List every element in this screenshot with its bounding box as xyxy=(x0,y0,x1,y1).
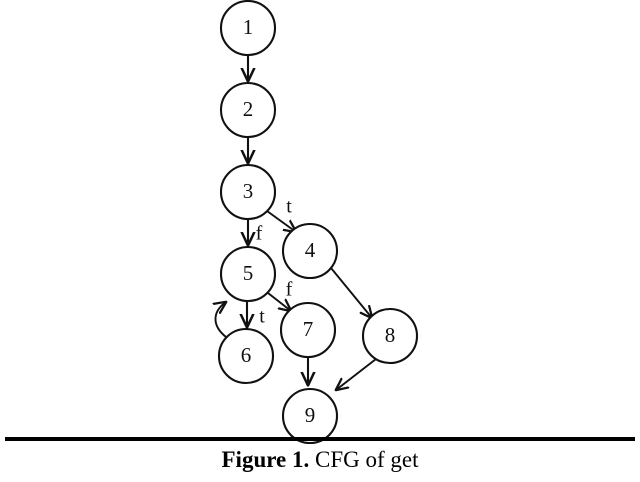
node-7-label: 7 xyxy=(303,317,314,341)
node-group: 1 2 3 4 5 6 xyxy=(217,0,419,445)
edge-3-to-4-true xyxy=(266,210,296,232)
node-4-label: 4 xyxy=(305,238,316,262)
edge-label-5-to-6: t xyxy=(259,306,265,328)
node-7-circle[interactable] xyxy=(279,301,337,359)
node-6-label: 6 xyxy=(241,343,252,367)
edge-label-3-to-4: t xyxy=(286,196,292,218)
node-5-circle[interactable] xyxy=(219,245,277,303)
edge-label-3-to-5: f xyxy=(256,223,263,245)
edge-label-5-to-7: f xyxy=(286,279,293,301)
edge-6-to-5-backedge xyxy=(215,302,226,338)
node-2-circle[interactable] xyxy=(219,81,277,139)
node-4[interactable]: 4 xyxy=(281,222,339,280)
node-9-label: 9 xyxy=(305,403,316,427)
node-8[interactable]: 8 xyxy=(361,307,419,365)
node-2-label: 2 xyxy=(243,97,254,121)
node-3[interactable]: 3 xyxy=(219,163,277,221)
edge-5-to-7-false xyxy=(267,292,291,311)
node-8-circle[interactable] xyxy=(361,307,419,365)
node-5[interactable]: 5 xyxy=(219,245,277,303)
node-8-label: 8 xyxy=(385,323,396,347)
node-3-circle[interactable] xyxy=(219,163,277,221)
node-1-circle[interactable] xyxy=(219,0,277,57)
caption-divider-rule xyxy=(5,437,635,441)
cfg-diagram: t f t f 1 2 3 4 xyxy=(0,0,419,445)
node-1-label: 1 xyxy=(243,15,254,39)
node-7[interactable]: 7 xyxy=(279,301,337,359)
node-6-circle[interactable] xyxy=(217,327,275,385)
node-5-label: 5 xyxy=(243,261,254,285)
edge-4-to-8 xyxy=(330,267,372,318)
edge-8-to-9 xyxy=(336,358,377,390)
node-6[interactable]: 6 xyxy=(217,327,275,385)
node-3-label: 3 xyxy=(243,179,254,203)
figure-caption-prefix: Figure 1. xyxy=(221,447,310,472)
figure-caption: Figure 1. CFG of get xyxy=(0,447,640,473)
node-1[interactable]: 1 xyxy=(219,0,277,57)
edge-label-group: t f t f xyxy=(256,196,293,328)
node-4-circle[interactable] xyxy=(281,222,339,280)
node-9-circle[interactable] xyxy=(281,387,339,445)
node-9[interactable]: 9 xyxy=(281,387,339,445)
edge-group xyxy=(215,55,377,390)
node-2[interactable]: 2 xyxy=(219,81,277,139)
figure-caption-text: CFG of get xyxy=(309,447,419,472)
